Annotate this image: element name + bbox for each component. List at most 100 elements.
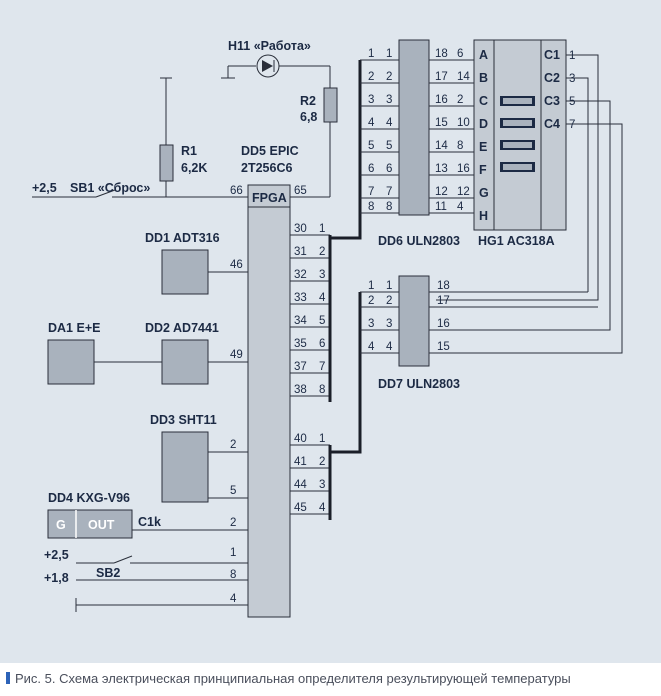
hg1-segment-letter: E — [479, 140, 487, 154]
dd3-chip — [161, 431, 209, 503]
bus-a-number: 4 — [319, 292, 326, 304]
label-dd2: DD2 AD7441 — [145, 321, 219, 335]
bus-b-number: 1 — [319, 433, 325, 445]
dd6-right-pin-number: 11 — [435, 201, 447, 213]
hg1-segment-letter: D — [479, 117, 488, 131]
fpga-left-pin-number: 49 — [230, 349, 243, 361]
dd7-left-input-number: 2 — [368, 295, 374, 307]
resistor-r1 — [159, 144, 174, 182]
led-triangle-icon — [262, 60, 273, 72]
dd6-right-output-number: 16 — [457, 163, 470, 175]
label-fpga: FPGA — [252, 191, 287, 205]
fpga-right-pin-number: 45 — [294, 502, 307, 514]
label-dd5-line2: 2T256C6 — [241, 161, 292, 175]
dd6-left-input-number: 1 — [368, 48, 374, 60]
dd6-right-output-number: 6 — [457, 48, 463, 60]
hg1-common-pin-number: 7 — [569, 119, 575, 131]
dd6-left-input-number: 6 — [368, 163, 374, 175]
fpga-right-pin-number: 32 — [294, 269, 307, 281]
dd6-left-pin-number: 7 — [386, 186, 392, 198]
fpga-left-pin-number: 1 — [230, 547, 236, 559]
dd6-left-pin-number: 3 — [386, 94, 392, 106]
label-g: G — [56, 518, 66, 532]
dd6-right-pin-number: 13 — [435, 163, 448, 175]
dd6-left-pin-number: 4 — [386, 117, 393, 129]
dd6-left-input-number: 4 — [368, 117, 375, 129]
hg1-common-pin-number: 1 — [569, 50, 575, 62]
bus-b-number: 2 — [319, 456, 325, 468]
hg1-common-pin-number: 5 — [569, 96, 575, 108]
hg1-common-pin-number: 3 — [569, 73, 575, 85]
fpga-right-pin-number: 34 — [294, 315, 307, 327]
dd6-left-pin-number: 2 — [386, 71, 392, 83]
dd7-right-pin-number: 16 — [437, 318, 450, 330]
label-hg1: HG1 AC318A — [478, 234, 555, 248]
hg1-segment-letter: F — [479, 163, 487, 177]
dd6-left-input-number: 5 — [368, 140, 374, 152]
label-h11: H11 «Работа» — [228, 39, 311, 53]
label-dd7: DD7 ULN2803 — [378, 377, 460, 391]
fpga-right-pin-number: 31 — [294, 246, 307, 258]
caption-marker — [6, 672, 10, 684]
label-da1: DA1 E+E — [48, 321, 100, 335]
label-plus18: +1,8 — [44, 571, 69, 585]
fpga-right-pin-number: 44 — [294, 479, 307, 491]
dd6-left-input-number: 7 — [368, 186, 374, 198]
fpga-right-pin-number: 41 — [294, 456, 307, 468]
sb2-switch-icon — [113, 555, 133, 564]
fpga-right-pin-number: 38 — [294, 384, 307, 396]
dd6-chip — [398, 39, 430, 216]
fpga-right-pin-number: 33 — [294, 292, 307, 304]
dd6-right-pin-number: 15 — [435, 117, 448, 129]
bus-a-number: 5 — [319, 315, 325, 327]
dd2-chip — [161, 339, 209, 385]
fpga-bus-a-stubs — [290, 234, 330, 397]
dd7-right-pin-number: 18 — [437, 280, 450, 292]
dd7-left-pin-number: 2 — [386, 295, 392, 307]
label-dd3: DD3 SHT11 — [150, 413, 217, 427]
hg1-common-name: C2 — [544, 71, 560, 85]
dd6-left-input-number: 2 — [368, 71, 374, 83]
label-sb1: SB1 «Сброс» — [70, 181, 150, 195]
dd6-right-output-number: 4 — [457, 201, 464, 213]
da1-chip — [47, 339, 95, 385]
fpga-left-pin-number: 46 — [230, 259, 243, 271]
figure-caption: Рис. 5. Схема электрическая принципиальн… — [15, 671, 571, 686]
hg1-segment-letter: G — [479, 186, 489, 200]
dd6-pin-stubs — [360, 59, 474, 214]
label-r1-value: 6,2K — [181, 161, 207, 175]
label-dd1: DD1 ADT316 — [145, 231, 220, 245]
dd6-right-pin-number: 14 — [435, 140, 448, 152]
fpga-left-pin-number: 4 — [230, 593, 237, 605]
dd6-left-pin-number: 6 — [386, 163, 392, 175]
bus-b-number: 4 — [319, 502, 326, 514]
dd7-left-input-number: 3 — [368, 318, 374, 330]
bus-a-number: 6 — [319, 338, 325, 350]
dd6-left-input-number: 8 — [368, 201, 374, 213]
bus-a-number: 7 — [319, 361, 325, 373]
sb1-switch-icon — [95, 189, 116, 198]
label-dd6: DD6 ULN2803 — [378, 234, 460, 248]
label-out: OUT — [88, 518, 115, 532]
bus-a-route — [330, 60, 362, 240]
dd6-right-output-number: 10 — [457, 117, 470, 129]
fpga-right-pin-number: 65 — [294, 185, 307, 197]
bus-a-number: 1 — [319, 223, 325, 235]
dd6-right-pin-number: 12 — [435, 186, 448, 198]
fpga-bus-b-stubs — [290, 444, 330, 515]
bus-b-number: 3 — [319, 479, 325, 491]
dd7-right-pin-number: 17 — [437, 295, 450, 307]
dd6-right-output-number: 14 — [457, 71, 470, 83]
dd7-left-pin-number: 3 — [386, 318, 392, 330]
hg1-segment-letter: B — [479, 71, 488, 85]
fpga-left-pin-number: 8 — [230, 569, 236, 581]
label-plus25-top: +2,5 — [32, 181, 57, 195]
dd6-right-output-number: 8 — [457, 140, 463, 152]
dd7-left-input-number: 1 — [368, 280, 374, 292]
